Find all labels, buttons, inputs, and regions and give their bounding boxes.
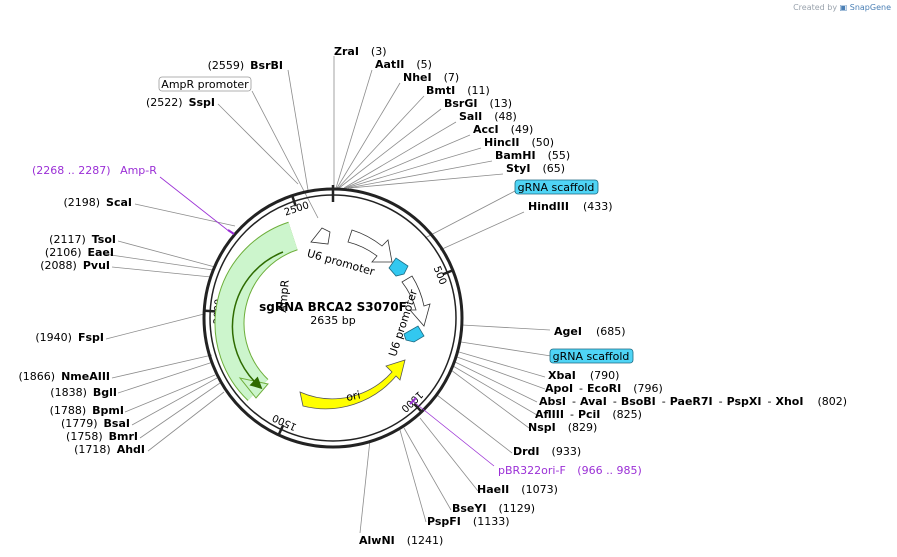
tick-1500	[277, 424, 285, 435]
tick-500	[442, 269, 453, 276]
primer-pbr322ori-f-mark	[409, 397, 417, 405]
site-nhei[interactable]: NheI(7)	[403, 71, 459, 84]
credit-prefix: Created by	[793, 3, 838, 12]
site-drdi[interactable]: DrdI(933)	[513, 445, 581, 458]
site-styi[interactable]: StyI(65)	[506, 162, 565, 175]
u6-promoter-2-arrow[interactable]	[401, 275, 431, 327]
site-alwni[interactable]: AlwNI(1241)	[359, 534, 443, 547]
site-bseyi[interactable]: BseYI(1129)	[452, 502, 535, 515]
primer-amp-r-name: Amp-R	[120, 164, 157, 177]
site-acci[interactable]: AccI(49)	[473, 123, 533, 136]
site-xbai[interactable]: XbaI(790)	[548, 369, 619, 382]
site-agei[interactable]: AgeI(685)	[554, 325, 626, 338]
grna-scaffold-1-box[interactable]	[514, 179, 599, 195]
primer-pbr322ori-f-range: (966 .. 985)	[577, 464, 642, 477]
site-sspi[interactable]: (2522)SspI	[146, 96, 215, 109]
site-aatii[interactable]: AatII(5)	[375, 58, 432, 71]
credit-brand: SnapGene	[849, 3, 891, 12]
map-center-title: sgRNA BRCA2 S3070F 2635 bp	[259, 300, 407, 327]
primer-pbr322ori-f[interactable]: pBR322ori-F (966 .. 985)	[498, 464, 642, 477]
grna-scaffold-2-box-label: gRNA scaffold	[553, 350, 630, 363]
site-bmti[interactable]: BmtI(11)	[426, 84, 490, 97]
bp-ticks	[205, 185, 453, 435]
tick-label-1500: 1500	[271, 411, 299, 432]
plasmid-name: sgRNA BRCA2 S3070F	[259, 300, 407, 314]
grna-scaffold-1-arrow[interactable]	[388, 257, 409, 277]
site-pvui[interactable]: (2088)PvuI	[40, 259, 110, 272]
site-hincii[interactable]: HincII(50)	[484, 136, 554, 149]
snapgene-credit: Created by ▣ SnapGene	[793, 3, 891, 12]
grna-scaffold-2-arrow[interactable]	[403, 325, 425, 343]
site-bsrgi[interactable]: BsrGI(13)	[444, 97, 512, 110]
tick-1000	[413, 402, 422, 412]
site-absi-xhoi[interactable]: AbsI-AvaI-BsoBI-PaeR7I-PspXI-XhoI(802)	[539, 395, 847, 408]
ampr-arrow-fill[interactable]	[215, 222, 298, 401]
ampr-promoter-box-label: AmpR promoter	[161, 78, 249, 91]
site-sali[interactable]: SalI(48)	[459, 110, 517, 123]
ampr-direction-arc	[231, 251, 284, 390]
site-scai[interactable]: (2198)ScaI	[63, 196, 132, 209]
ampr-promoter-arrow[interactable]	[310, 227, 331, 245]
site-pspfi[interactable]: PspFI(1133)	[427, 515, 509, 528]
site-bpmi[interactable]: (1788)BpmI	[50, 404, 124, 417]
ori-label: ori	[345, 388, 362, 404]
site-apoi-ecori[interactable]: ApoI-EcoRI(796)	[545, 382, 663, 395]
ampr-label: AmpR	[276, 279, 292, 313]
primer-amp-r[interactable]: (2268 .. 2287) Amp-R	[32, 164, 157, 177]
tick-2000	[205, 309, 216, 313]
features	[159, 176, 495, 467]
site-nmeaiii[interactable]: (1866)NmeAIII	[19, 370, 111, 383]
site-fspi[interactable]: (1940)FspI	[35, 331, 104, 344]
grna-scaffold-1-box-label: gRNA scaffold	[518, 181, 595, 194]
u6-promoter-1-label: U6 promoter	[306, 247, 377, 279]
u6-promoter-1-arrow[interactable]	[347, 229, 393, 263]
site-hindiii[interactable]: HindIII(433)	[528, 200, 613, 213]
primer-amp-r-range: (2268 .. 2287)	[32, 164, 111, 177]
site-bsrbi[interactable]: (2559)BsrBI	[208, 59, 283, 72]
u6-promoter-2-label: U6 promoter	[386, 288, 420, 359]
snapgene-logo-icon: ▣	[839, 3, 848, 12]
site-bgli[interactable]: (1838)BglI	[50, 386, 117, 399]
grna-scaffold-2-box[interactable]	[549, 348, 634, 364]
connector-lines	[103, 56, 552, 534]
site-zrai[interactable]: ZraI(3)	[334, 45, 387, 58]
primer-amp-r-mark	[227, 229, 235, 235]
site-nspi[interactable]: NspI(829)	[528, 421, 597, 434]
site-tsoi[interactable]: (2117)TsoI	[49, 233, 116, 246]
ori-arrow[interactable]	[299, 359, 406, 410]
site-bsai[interactable]: (1779)BsaI	[61, 417, 130, 430]
site-bamhi[interactable]: BamHI(55)	[495, 149, 570, 162]
plasmid-size: 2635 bp	[310, 314, 355, 327]
tick-2500	[291, 196, 297, 207]
site-haeii[interactable]: HaeII(1073)	[477, 483, 558, 496]
site-afliii-pcii[interactable]: AflIII-PciI(825)	[535, 408, 642, 421]
ampr-promoter-box[interactable]	[158, 76, 252, 92]
tick-label-2500: 2500	[283, 200, 311, 218]
site-eaei[interactable]: (2106)EaeI	[45, 246, 114, 259]
site-bmri[interactable]: (1758)BmrI	[66, 430, 138, 443]
primer-pbr322ori-f-name: pBR322ori-F	[498, 464, 566, 477]
site-ahdi[interactable]: (1718)AhdI	[74, 443, 145, 456]
